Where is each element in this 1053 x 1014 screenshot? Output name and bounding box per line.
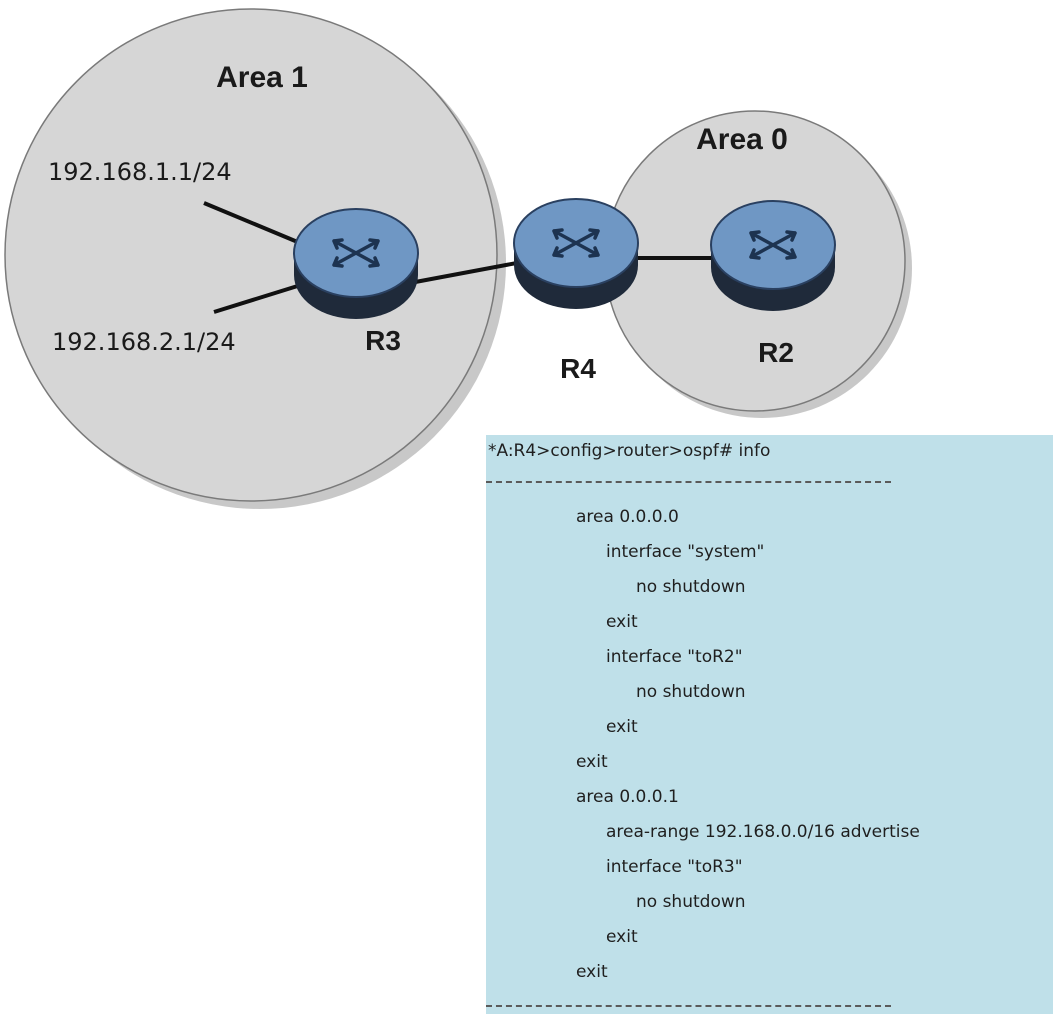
cli-line: area 0.0.0.1 <box>576 787 679 807</box>
cli-line: interface "toR2" <box>606 647 743 667</box>
network-label-192-168-2: 192.168.2.1/24 <box>52 328 236 356</box>
cli-line: exit <box>606 927 638 947</box>
cli-line: interface "toR3" <box>606 857 743 877</box>
cli-line: exit <box>576 752 608 772</box>
cli-line: exit <box>576 962 608 982</box>
router-r4 <box>513 198 639 309</box>
cli-line: area-range 192.168.0.0/16 advertise <box>606 822 920 842</box>
network-label-192-168-1: 192.168.1.1/24 <box>48 158 232 186</box>
router-r3-label: R3 <box>365 325 401 356</box>
link-net1-r3 <box>203 201 301 245</box>
cli-line: exit <box>606 717 638 737</box>
cli-line: no shutdown <box>636 892 746 912</box>
router-r4-label: R4 <box>560 353 596 384</box>
cli-separator-bottom <box>486 1005 891 1007</box>
link-r3-r4 <box>409 260 523 285</box>
cli-line: no shutdown <box>636 682 746 702</box>
area-1-disc <box>4 8 498 502</box>
cli-line: no shutdown <box>636 577 746 597</box>
cli-prompt: *A:R4>config>router>ospf# info <box>488 441 771 461</box>
cli-line: exit <box>606 612 638 632</box>
router-r2-label: R2 <box>758 337 794 368</box>
link-net2-r3 <box>213 282 305 314</box>
router-r2 <box>710 200 836 311</box>
router-r3 <box>293 208 419 319</box>
cli-line: interface "system" <box>606 542 765 562</box>
cli-line: area 0.0.0.0 <box>576 507 679 527</box>
area-1-circle <box>4 8 506 509</box>
cli-output-panel: *A:R4>config>router>ospf# info area 0.0.… <box>486 435 1053 1014</box>
cli-separator-top <box>486 481 891 483</box>
area-1-label: Area 1 <box>216 61 308 94</box>
area-0-label: Area 0 <box>696 123 788 156</box>
